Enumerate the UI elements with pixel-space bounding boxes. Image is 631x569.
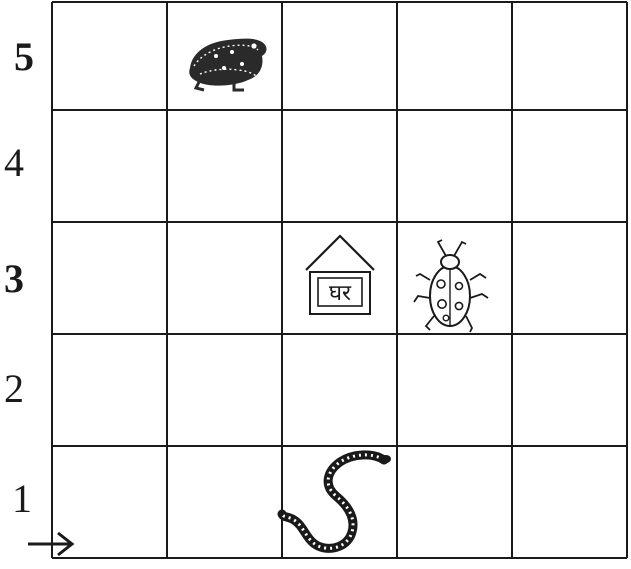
snake-icon: [282, 455, 391, 548]
row-label-1: 1: [12, 476, 32, 521]
row-labels: 5 4 3 2 1: [4, 34, 34, 521]
arrow-right-icon: [28, 533, 72, 555]
row-label-5: 5: [14, 34, 34, 79]
ladybug-icon: [414, 240, 488, 332]
frog-icon: [189, 39, 266, 90]
row-label-4: 4: [4, 140, 24, 185]
house-label: घर: [329, 281, 352, 306]
row-label-2: 2: [4, 366, 24, 411]
row-label-3: 3: [4, 256, 24, 301]
house-icon: घर: [306, 236, 374, 314]
